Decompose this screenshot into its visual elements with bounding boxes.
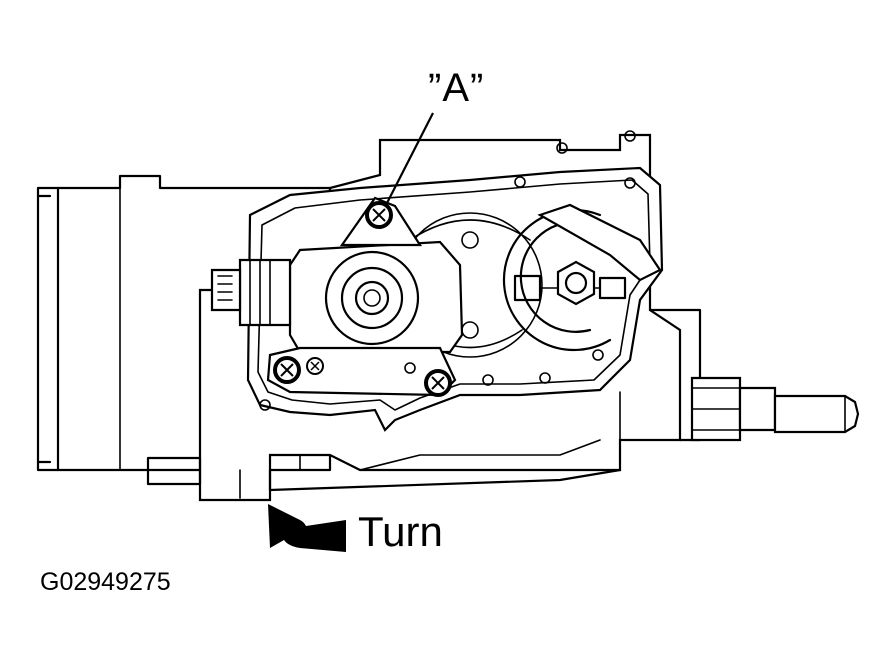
callout-leader-line [385, 112, 434, 206]
small-bolts [259, 130, 636, 411]
side-connector [210, 258, 292, 327]
lever-assembly [502, 203, 662, 352]
screw-a-top [365, 201, 393, 229]
figure-id: G02949275 [40, 568, 171, 596]
turn-label: Turn [358, 508, 443, 555]
callout-a-label: ”A” [428, 66, 485, 110]
turn-arrow [268, 504, 346, 552]
screw-a-lower-right [424, 369, 452, 397]
intake-pipe [36, 174, 332, 472]
sensor-housing [266, 196, 464, 397]
screw-a-lower-left [273, 356, 324, 384]
hose-fitting [690, 376, 860, 442]
